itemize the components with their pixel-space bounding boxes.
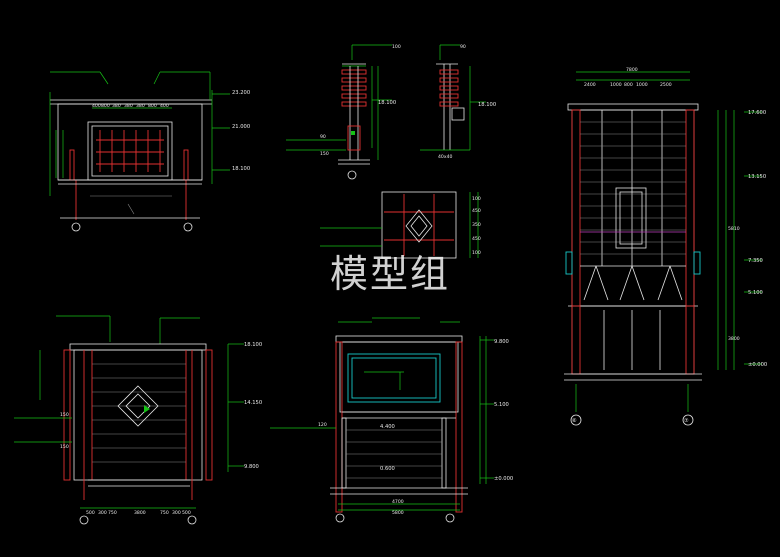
dim-label: 500 [86, 510, 95, 516]
dim-label: 800 [101, 103, 110, 109]
note-label: 150 [320, 151, 329, 157]
dim-label: 800 [148, 103, 157, 109]
dim-label: 7800 [626, 67, 638, 73]
dim-label: 380 [136, 103, 145, 109]
bottom-left-elevation: 150 150 18.100 14.150 9.800 500 300 750 … [14, 315, 262, 525]
level-label: 7.350 [748, 258, 763, 264]
dim-label: 400 [160, 103, 169, 109]
dim-label: 350 [472, 222, 481, 228]
dim-label: 100 [472, 196, 481, 202]
dim-label: 4700 [392, 499, 404, 505]
level-label: 5.100 [494, 402, 509, 408]
dim-label: 800 [624, 82, 633, 88]
level-label: 21.000 [232, 124, 250, 130]
level-label: ±0.000 [494, 476, 513, 482]
note-label: 40x40 [438, 154, 452, 160]
dim-label: 5810 [728, 226, 740, 232]
note-label: 120 [318, 422, 327, 428]
dim-label: 300 [98, 510, 107, 516]
bottom-middle-elevation: 4700 5800 4.400 0.600 120 9.800 5.100 ±0… [270, 317, 513, 523]
level-label: 18.100 [478, 102, 496, 108]
dim-label: 3800 [728, 336, 740, 342]
dim-label: 750 [160, 510, 169, 516]
dim-label: 2400 [584, 82, 596, 88]
dim-label: 450 [472, 236, 481, 242]
dim-label: 380 [112, 103, 121, 109]
dim-label: 5800 [392, 510, 404, 516]
level-label: 18.100 [244, 342, 262, 348]
level-label: 4.400 [380, 424, 395, 430]
dim-label: 100 [392, 44, 401, 50]
level-label: 5.100 [748, 290, 763, 296]
level-label: 14.150 [244, 400, 262, 406]
dim-label: 750 [108, 510, 117, 516]
top-left-elevation: 23.200 21.000 18.100 400 800 380 380 380… [49, 71, 250, 232]
right-elevation: 7800 2400 1000 800 1000 2500 [564, 67, 767, 426]
note-label: 150 [60, 444, 69, 450]
level-label: ±0.000 [748, 362, 767, 368]
dim-label: 300 [172, 510, 181, 516]
grid-axis-mark: ⑦ [684, 418, 689, 424]
dim-label: 90 [460, 44, 466, 50]
dim-label: 1000 [610, 82, 622, 88]
dim-label: 3800 [134, 510, 146, 516]
note-label: 150 [60, 412, 69, 418]
level-label: 0.600 [380, 466, 395, 472]
level-label: 23.200 [232, 90, 250, 96]
dim-label: 100 [472, 250, 481, 256]
level-label: 17.600 [748, 110, 766, 116]
level-label: 18.100 [232, 166, 250, 172]
dim-label: 380 [124, 103, 133, 109]
level-label: 9.800 [244, 464, 259, 470]
section-b-detail: 90 18.100 40x40 [420, 44, 496, 160]
dim-label: 450 [472, 208, 481, 214]
level-label: 9.800 [494, 339, 509, 345]
level-label: 18.100 [378, 100, 396, 106]
note-label: 90 [320, 134, 326, 140]
grid-axis-mark: ⑥ [572, 418, 577, 424]
watermark: 模型组 [330, 252, 451, 296]
dim-label: 1000 [636, 82, 648, 88]
plan-detail: 100 450 350 450 100 [320, 191, 481, 259]
dim-label: 400 [92, 103, 101, 109]
dim-label: 500 [182, 510, 191, 516]
level-label: 13.150 [748, 174, 766, 180]
dim-label: 2500 [660, 82, 672, 88]
section-a-detail: 100 18.100 90 150 [286, 44, 401, 180]
